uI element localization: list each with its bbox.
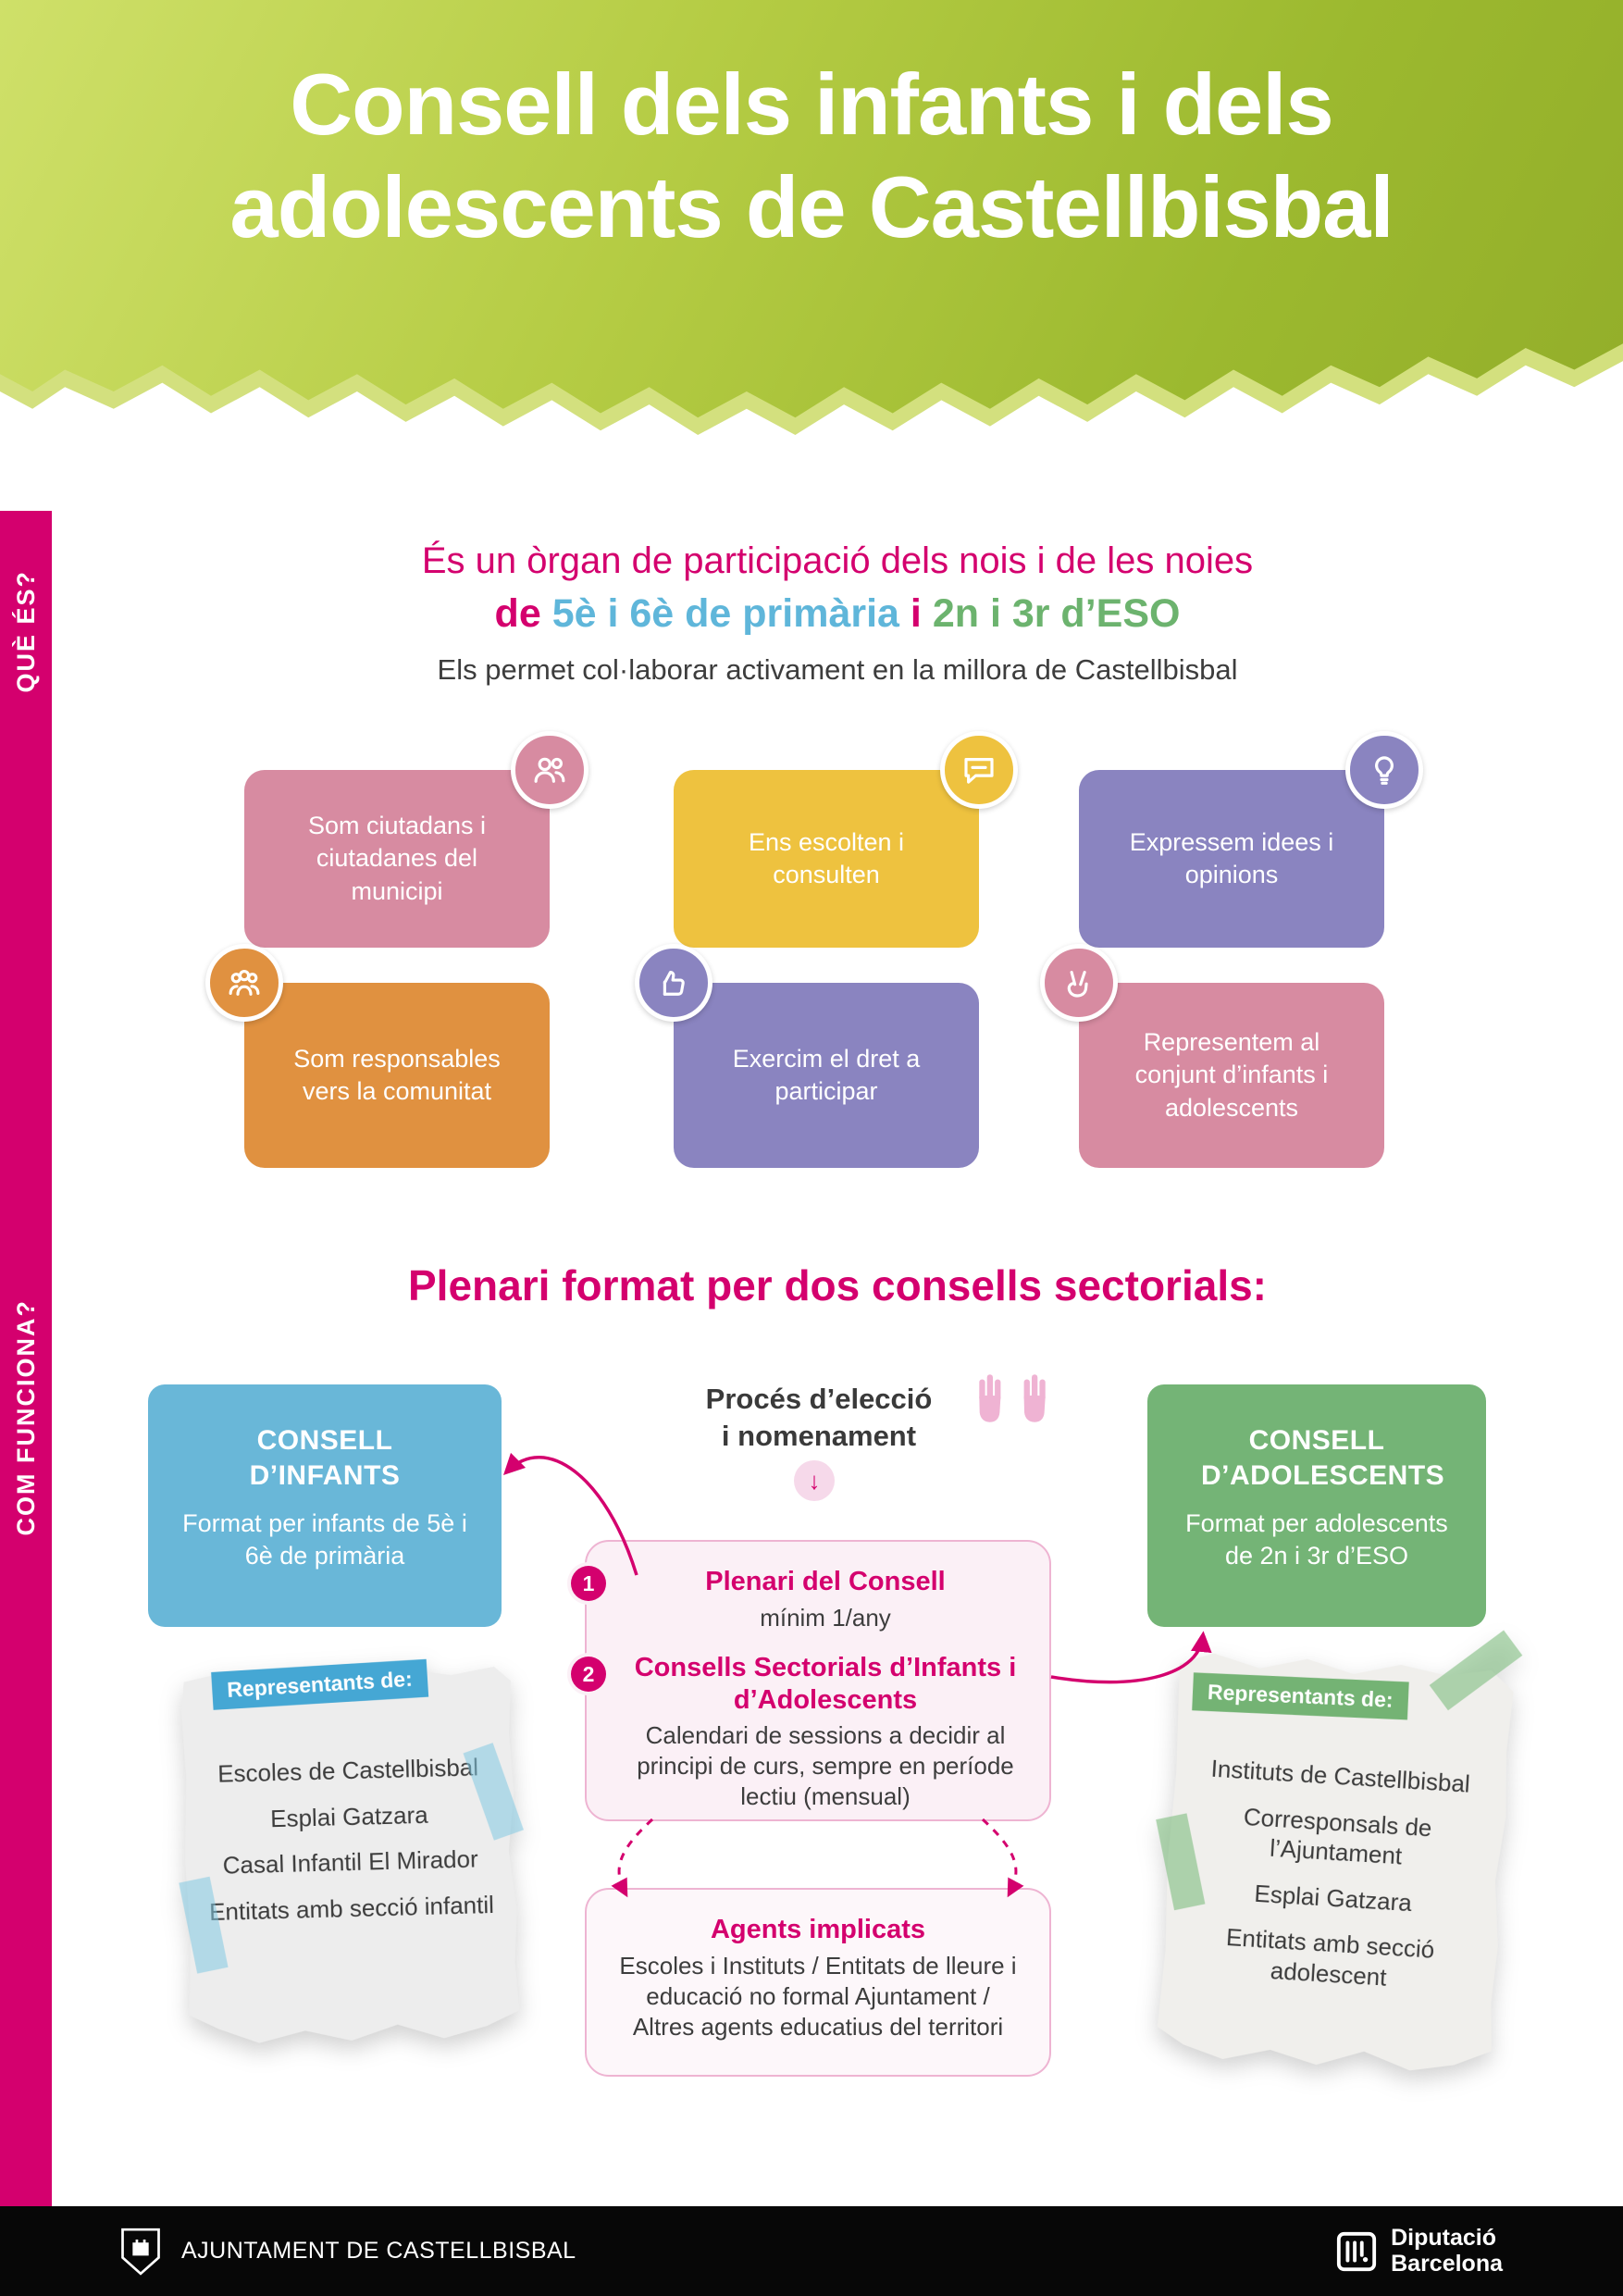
list-item: Entitats amb secció adolescent <box>1225 1922 1436 1992</box>
list-item: Escoles de Castellbisbal <box>217 1753 479 1788</box>
intro-de: de <box>494 591 541 636</box>
step-1-badge: 1 <box>571 1566 606 1601</box>
card-label: Som responsables vers la comunitat <box>293 1044 501 1105</box>
plenari-item-2: Consells Sectorials d’Infants i d’Adoles… <box>627 1652 1023 1813</box>
sidebar-strip: QUÈ ÉS? COM FUNCIONA? <box>0 511 52 2206</box>
plenari-desc-2: Calendari de sessions a decidir al princ… <box>637 1721 1014 1811</box>
proces-eleccio-block: Procés d’elecció i nomenament <box>675 1374 1046 1454</box>
diputacio-line2: Barcelona <box>1391 2250 1503 2277</box>
diputacio-line1: Diputació <box>1391 2225 1497 2251</box>
intro-block: És un òrgan de participació dels nois i … <box>52 540 1623 687</box>
raised-hands-icon <box>973 1373 1051 1433</box>
list-item: Esplai Gatzara <box>1253 1879 1413 1917</box>
step-2-badge: 2 <box>571 1657 606 1692</box>
section2-heading: Plenari format per dos consells sectoria… <box>408 1261 1267 1309</box>
consell-infants-box: CONSELL D’INFANTS Format per infants de … <box>148 1384 502 1627</box>
ajuntament-label: AJUNTAMENT DE CASTELLBISBAL <box>181 2238 576 2264</box>
agents-panel: Agents implicats Escoles i Instituts / E… <box>585 1888 1051 2077</box>
card-ens-escolten: Ens escolten i consulten <box>674 731 1018 948</box>
card-label: Expressem idees i opinions <box>1129 827 1334 888</box>
torn-paper-left: Escoles de Castellbisbal Esplai Gatzara … <box>180 1666 520 2044</box>
consell-adolescents-title: CONSELL D’ADOLESCENTS <box>1201 1425 1445 1491</box>
dashed-arrow-left <box>611 1818 654 1898</box>
intro-line2: de 5è i 6è de primària i 2n i 3r d’ESO <box>52 591 1623 637</box>
card-exercim-dret: Exercim el dret a participar <box>635 944 979 1168</box>
group-icon <box>205 944 283 1022</box>
footer: AJUNTAMENT DE CASTELLBISBAL Diputació Ba… <box>0 2206 1623 2296</box>
list-item: Casal Infantil El Mirador <box>222 1844 479 1880</box>
page-title: Consell dels infants i dels adolescents … <box>0 54 1623 259</box>
sidebar-label: QUÈ ÉS? <box>11 569 40 693</box>
card-som-ciutadans: Som ciutadans i ciutadanes del municipi <box>244 731 588 948</box>
consell-infants-title: CONSELL D’INFANTS <box>249 1425 401 1491</box>
card-label: Exercim el dret a participar <box>732 1044 921 1105</box>
vote-hand-icon <box>635 944 712 1022</box>
castellbisbal-crest-icon <box>121 2228 160 2276</box>
plenari-title-1: Plenari del Consell <box>705 1567 946 1596</box>
intro-line1: És un òrgan de participació dels nois i … <box>421 540 1254 581</box>
plenari-desc-1: mínim 1/any <box>760 1603 891 1632</box>
diputacio-icon <box>1337 2231 1377 2271</box>
card-expressem-idees: Expressem idees i opinions <box>1079 731 1423 948</box>
consell-adolescents-desc: Format per adolescents de 2n i 3r d’ESO <box>1185 1509 1448 1570</box>
diputacio-label: Diputació Barcelona <box>1391 2225 1503 2277</box>
intro-line3: Els permet col·laborar activament en la … <box>437 653 1238 686</box>
intro-eso: 2n i 3r d’ESO <box>932 591 1181 636</box>
victory-hand-icon <box>1040 944 1118 1022</box>
diputacio-logo-group: Diputació Barcelona <box>1335 2225 1503 2277</box>
intro-i: i <box>910 591 922 636</box>
plenari-title-2: Consells Sectorials d’Infants i d’Adoles… <box>634 1652 1017 1715</box>
consell-adolescents-box: CONSELL D’ADOLESCENTS Format per adolesc… <box>1147 1384 1486 1627</box>
card-label: Ens escolten i consulten <box>748 827 905 888</box>
plenari-panel: 1 2 Plenari del Consell mínim 1/any Cons… <box>571 1540 1051 1821</box>
card-label: Som ciutadans i ciutadanes del municipi <box>307 812 487 905</box>
page-title-line1: Consell dels infants i dels <box>290 56 1333 153</box>
sidebar-label: COM FUNCIONA? <box>11 1299 40 1536</box>
card-representem: Representem al conjunt d’infants i adole… <box>1040 944 1384 1168</box>
intro-primaria: 5è i 6è de primària <box>551 591 899 636</box>
speech-bubble-icon <box>940 731 1018 809</box>
card-som-responsables: Som responsables vers la comunitat <box>205 944 550 1168</box>
representatives-note-infants: Escoles de Castellbisbal Esplai Gatzara … <box>179 1658 524 2044</box>
header: Consell dels infants i dels adolescents … <box>0 0 1623 418</box>
sidebar-section-com-funciona: COM FUNCIONA? <box>0 1270 52 1566</box>
down-arrow-icon: ↓ <box>794 1460 835 1501</box>
dashed-arrow-right <box>981 1818 1024 1898</box>
agents-title: Agents implicats <box>710 1915 926 1944</box>
list-item: Corresponsals de l’Ajuntament <box>1243 1802 1433 1870</box>
idea-icon <box>1345 731 1423 809</box>
ajuntament-logo-group: AJUNTAMENT DE CASTELLBISBAL <box>120 2228 576 2276</box>
list-item: Esplai Gatzara <box>269 1800 429 1832</box>
proces-line1: Procés d’elecció <box>705 1383 933 1415</box>
people-icon <box>511 731 588 809</box>
consell-infants-desc: Format per infants de 5è i 6è de primàri… <box>182 1509 467 1570</box>
list-item: Instituts de Castellbisbal <box>1209 1754 1471 1798</box>
card-label: Representem al conjunt d’infants i adole… <box>1134 1028 1329 1122</box>
sidebar-section-que-es: QUÈ ÉS? <box>0 539 52 724</box>
plenari-item-1: Plenari del Consell mínim 1/any <box>627 1566 1023 1633</box>
page-title-line2: adolescents de Castellbisbal <box>229 157 1394 255</box>
proces-line2: i nomenament <box>721 1419 917 1452</box>
list-item: Entitats amb secció infantil <box>208 1890 495 1926</box>
representatives-note-adolescents: Instituts de Castellbisbal Corresponsals… <box>1156 1630 1523 2075</box>
agents-desc: Escoles i Instituts / Entitats de lleure… <box>619 1951 1017 2041</box>
